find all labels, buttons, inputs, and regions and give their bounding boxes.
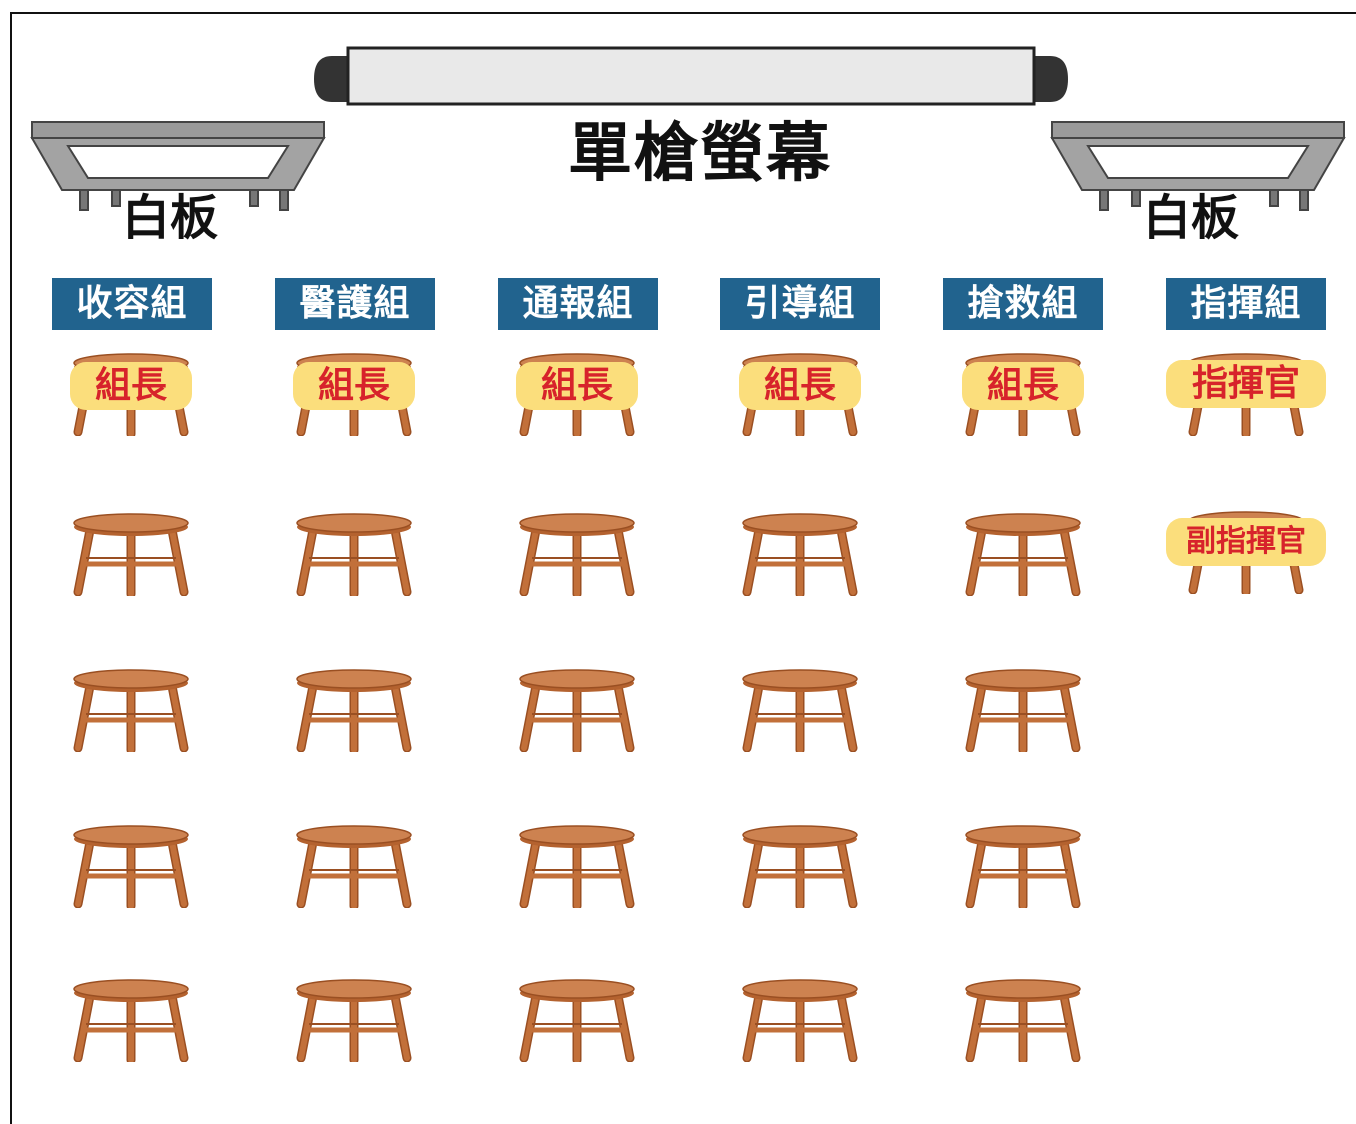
stool-icon <box>518 668 636 755</box>
whiteboard-icon <box>1050 121 1346 211</box>
group-label: 收容組 <box>52 278 212 330</box>
leader-tag: 組長 <box>739 362 861 410</box>
stool-icon <box>964 824 1082 911</box>
stool-icon <box>72 978 190 1065</box>
stool-icon <box>741 668 859 755</box>
screen-title: 單槍螢幕 <box>568 117 832 191</box>
leader-tag: 組長 <box>962 362 1084 410</box>
stool-icon <box>295 668 413 755</box>
group-label: 通報組 <box>498 278 658 330</box>
stool-icon <box>518 512 636 599</box>
stool-icon <box>518 978 636 1065</box>
leader-tag: 組長 <box>516 362 638 410</box>
stool-icon <box>741 978 859 1065</box>
deputy-commander-tag: 副指揮官 <box>1166 518 1326 566</box>
stool-icon <box>518 824 636 911</box>
projector-screen-icon <box>314 46 1068 106</box>
group-label: 指揮組 <box>1166 278 1326 330</box>
group-label: 引導組 <box>720 278 880 330</box>
whiteboard-label-right: 白板 <box>1143 190 1240 246</box>
stool-icon <box>72 512 190 599</box>
stool-icon <box>72 668 190 755</box>
whiteboard-icon <box>30 121 326 211</box>
leader-tag: 組長 <box>293 362 415 410</box>
stool-icon <box>741 512 859 599</box>
stool-icon <box>295 978 413 1065</box>
stool-icon <box>295 512 413 599</box>
stool-icon <box>295 824 413 911</box>
leader-tag: 組長 <box>70 362 192 410</box>
stool-icon <box>72 824 190 911</box>
stool-icon <box>964 668 1082 755</box>
stool-icon <box>964 512 1082 599</box>
stool-icon <box>741 824 859 911</box>
stool-icon <box>964 978 1082 1065</box>
whiteboard-label-left: 白板 <box>122 190 219 246</box>
commander-tag: 指揮官 <box>1166 360 1326 408</box>
page-frame <box>10 12 1356 1124</box>
group-label: 搶救組 <box>943 278 1103 330</box>
group-label: 醫護組 <box>275 278 435 330</box>
